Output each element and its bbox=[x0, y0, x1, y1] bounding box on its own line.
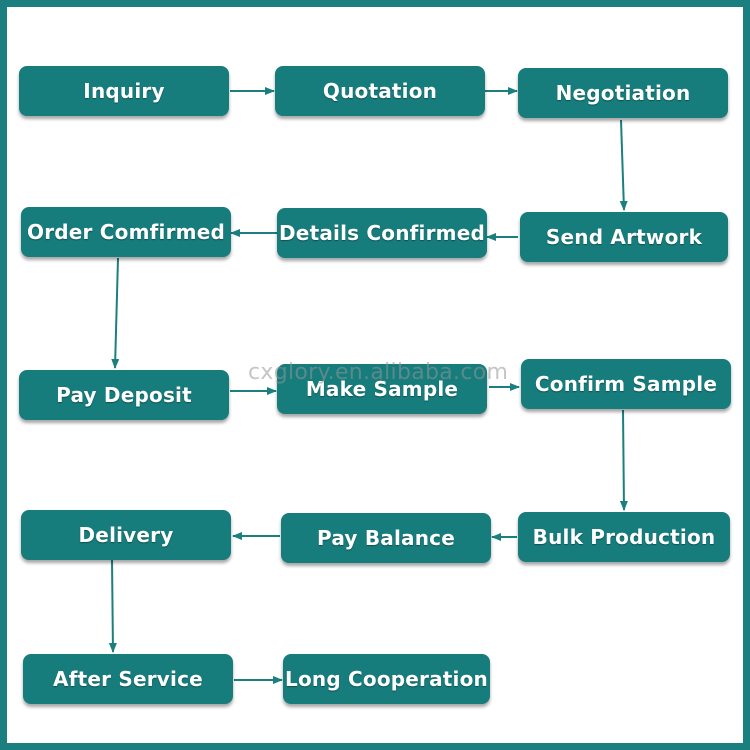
step-delivery: Delivery bbox=[21, 510, 231, 560]
step-after-service: After Service bbox=[23, 654, 233, 704]
step-negotiation: Negotiation bbox=[518, 68, 728, 118]
step-make-sample: Make Sample bbox=[277, 364, 487, 414]
step-pay-deposit: Pay Deposit bbox=[19, 370, 229, 420]
step-inquiry: Inquiry bbox=[19, 66, 229, 116]
step-pay-balance: Pay Balance bbox=[281, 513, 491, 563]
step-send-artwork: Send Artwork bbox=[520, 212, 728, 262]
arrow-confirm-sample-to-bulk-production bbox=[619, 409, 628, 511]
step-quotation: Quotation bbox=[275, 66, 485, 116]
step-order-confirmed: Order Comfirmed bbox=[21, 207, 231, 257]
step-bulk-production: Bulk Production bbox=[518, 512, 730, 562]
arrow-order-confirmed-to-pay-deposit bbox=[111, 257, 120, 369]
step-details-confirmed: Details Confirmed bbox=[277, 208, 487, 258]
arrow-negotiation-to-send-artwork bbox=[619, 119, 628, 211]
step-long-cooperation: Long Cooperation bbox=[283, 654, 490, 704]
step-confirm-sample: Confirm Sample bbox=[521, 359, 731, 409]
arrow-delivery-to-after-service bbox=[108, 559, 117, 653]
watermark-text: cxglory.en.alibaba.com bbox=[248, 360, 509, 385]
